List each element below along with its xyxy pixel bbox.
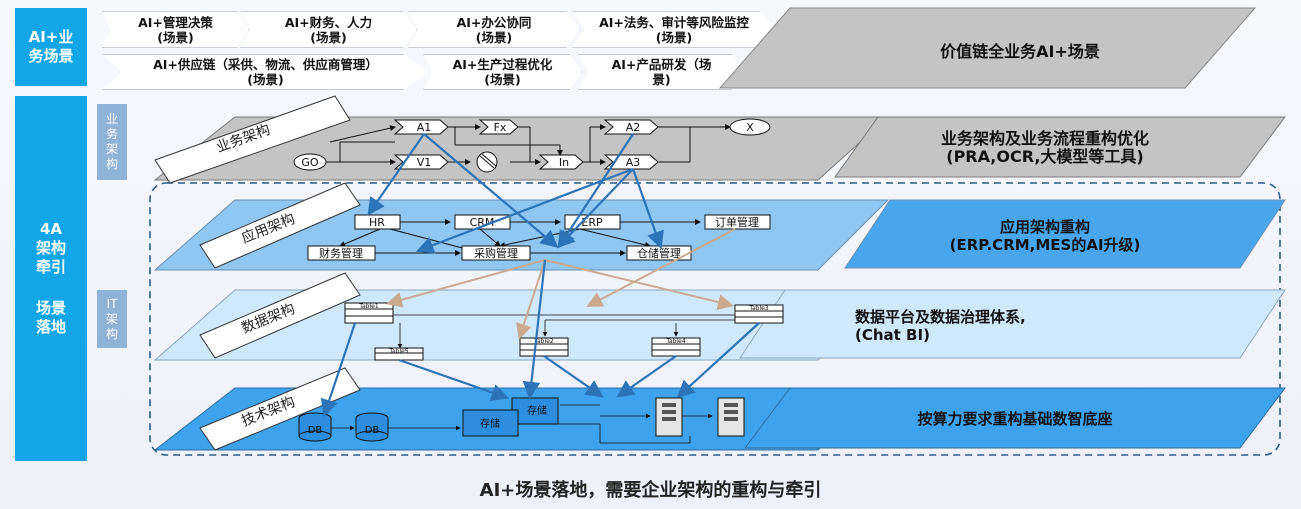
scenario-tag: AI+供应链（采供、物流、供应商管理） (场景) <box>102 54 429 90</box>
table2-label: Table2 <box>533 338 554 345</box>
go-label: GO <box>301 156 319 169</box>
erp-label: ERP <box>581 216 603 229</box>
business-architecture-vlabel: 业 务 架 构 <box>97 104 127 180</box>
go-node <box>293 153 327 171</box>
sidebar-architecture: 4A 架构 牵引 场景 落地 <box>15 96 87 461</box>
db1-label: DB <box>308 425 323 436</box>
value-chain-panel-title: 价值链全业务AI+场景 <box>940 42 1100 61</box>
warehouse-label: 仓储管理 <box>637 246 681 260</box>
scenario-sub: 景) <box>652 72 671 87</box>
storage2-label: 存储 <box>527 404 547 417</box>
data-panel-line2: (Chat BI) <box>855 326 930 344</box>
table5-label: Table5 <box>388 348 409 355</box>
scenario-sub: (场景) <box>475 29 513 45</box>
in-label: In <box>559 156 569 169</box>
db2-label: DB <box>365 425 380 436</box>
storage1-node <box>462 409 519 437</box>
fx-label: Fx <box>494 121 507 134</box>
table1-label: Table1 <box>358 303 379 310</box>
business-panel-line2: (PRA,OCR,大模型等工具) <box>946 147 1144 166</box>
application-panel-line2: (ERP.CRM,MES的AI升级) <box>949 236 1141 254</box>
in-node <box>538 154 584 170</box>
application-right-panel <box>844 199 1286 269</box>
scenario-title: AI+产品研发（场 <box>611 57 712 72</box>
crm-node <box>454 214 511 230</box>
business-label-banner <box>154 95 351 184</box>
a2-node <box>603 119 659 135</box>
scenario-sub: (场景) <box>310 29 347 45</box>
order-node <box>704 214 771 230</box>
hr-label: HR <box>369 216 385 229</box>
scenario-title: AI+法务、审计等风险监控 <box>599 14 749 30</box>
scenario-title: AI+供应链（采供、物流、供应商管理） <box>153 57 378 72</box>
a1-label: A1 <box>417 121 432 134</box>
data-panel-line1: 数据平台及数据治理体系, <box>855 308 1026 326</box>
business-panel-text: 业务架构及业务流程重构优化 (PRA,OCR,大模型等工具) <box>880 130 1210 166</box>
sidebar-label-4a: 4A 架构 牵引 <box>35 220 66 276</box>
data-panel-text: 数据平台及数据治理体系, (Chat BI) <box>855 308 1155 344</box>
a3-label: A3 <box>626 156 641 169</box>
table4-label: Table4 <box>665 338 686 345</box>
tech-label-banner <box>199 367 361 451</box>
business-right-panel <box>834 116 1286 178</box>
scenario-tag: AI+法务、审计等风险监控 (场景) <box>572 11 776 48</box>
it-architecture-vlabel: IT 架 构 <box>97 290 127 348</box>
order-label: 订单管理 <box>715 215 759 229</box>
application-label-banner <box>199 182 361 269</box>
v1-label: V1 <box>417 156 432 169</box>
a3-node <box>603 154 659 170</box>
sidebar-label-landing: 场景 落地 <box>35 299 66 336</box>
crm-label: CRM <box>470 216 495 229</box>
business-panel-line1: 业务架构及业务流程重构优化 <box>940 129 1149 148</box>
scenario-title: AI+管理决策 <box>138 14 213 30</box>
value-chain-panel <box>718 7 1257 89</box>
data-right-panel <box>739 289 1286 359</box>
purchase-label: 采购管理 <box>474 246 518 260</box>
purchase-node <box>461 245 531 261</box>
storage1-label: 存储 <box>480 417 500 430</box>
scenario-sub: (场景) <box>157 29 194 45</box>
fx-node <box>478 119 519 135</box>
scenario-sub: (场景) <box>655 29 693 45</box>
finance-node <box>307 245 376 261</box>
scenario-title: AI+财务、人力 <box>284 14 373 30</box>
scenario-tag: AI+产品研发（场 景) <box>578 54 745 90</box>
x-label: X <box>746 121 754 134</box>
scenario-sub: (场景) <box>484 72 521 87</box>
scenario-sub: (场景) <box>247 72 284 87</box>
sidebar-scenarios: AI+业 务场景 <box>15 8 87 86</box>
tech-panel-text: 按算力要求重构基础数智底座 <box>917 410 1113 428</box>
bottom-caption: AI+场景落地，需要企业架构的重构与牵引 <box>479 480 822 501</box>
application-panel-text: 应用架构重构 (ERP.CRM,MES的AI升级) <box>885 218 1205 254</box>
scenario-title: AI+办公协同 <box>456 14 532 30</box>
scenario-tag: AI+办公协同 (场景) <box>408 11 580 48</box>
scenario-tag: AI+财务、人力 (场景) <box>240 11 417 48</box>
storage2-node <box>511 397 559 425</box>
table3-label: Table3 <box>748 305 769 312</box>
application-panel-line1: 应用架构重构 <box>999 218 1090 236</box>
table1 <box>344 302 394 324</box>
it-container <box>149 182 1281 456</box>
a1-node <box>393 119 449 135</box>
a2-label: A2 <box>626 121 641 134</box>
x-node <box>729 118 771 136</box>
data-label-banner <box>199 272 361 359</box>
tech-right-panel <box>744 387 1286 449</box>
scenario-tag: AI+管理决策 (场景) <box>102 11 249 48</box>
scenario-title: AI+生产过程优化 <box>452 57 553 72</box>
finance-label: 财务管理 <box>319 246 363 260</box>
